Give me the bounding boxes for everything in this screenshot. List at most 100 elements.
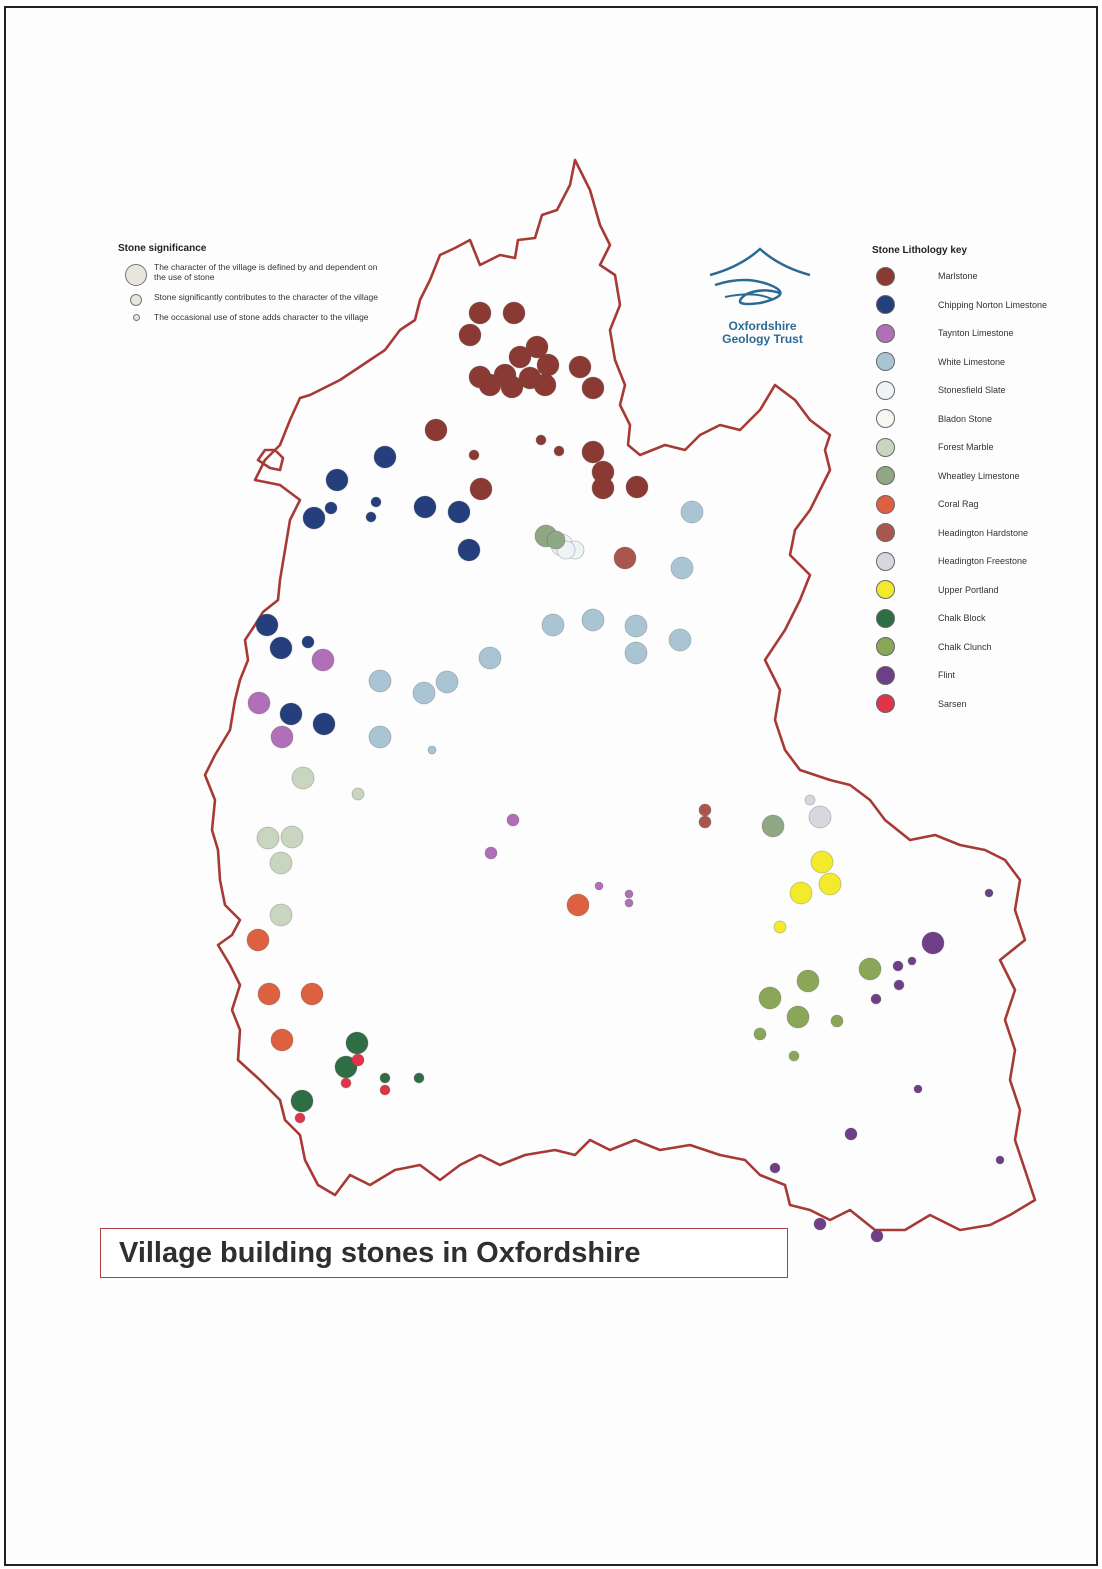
village-marker (625, 475, 649, 499)
village-marker (294, 1112, 306, 1124)
village-marker (435, 670, 459, 694)
logo-line2: Geology Trust (722, 332, 803, 346)
lithology-key-label: Marlstone (938, 271, 978, 282)
village-marker (311, 648, 335, 672)
village-marker (478, 646, 502, 670)
village-marker (351, 787, 365, 801)
village-marker (788, 1050, 800, 1062)
village-marker (870, 993, 882, 1005)
village-marker (370, 496, 382, 508)
village-marker (698, 815, 712, 829)
village-marker (541, 613, 565, 637)
village-marker (594, 881, 604, 891)
village-marker (312, 712, 336, 736)
lithology-key-label: Upper Portland (938, 584, 999, 595)
stone-swatch-icon (876, 694, 895, 714)
village-marker (804, 794, 816, 806)
village-marker (502, 301, 526, 325)
village-marker (786, 1005, 810, 1029)
stone-swatch-icon (876, 437, 895, 457)
village-marker (270, 725, 294, 749)
stone-swatch-icon (876, 380, 895, 400)
village-marker (761, 814, 785, 838)
village-marker (500, 375, 524, 399)
lithology-key-label: Chalk Block (938, 613, 986, 624)
lithology-key-title: Stone Lithology key (872, 245, 968, 256)
village-marker (256, 826, 280, 850)
lithology-key-label: White Limestone (938, 356, 1006, 367)
stone-swatch-icon (876, 266, 895, 286)
village-marker (591, 476, 615, 500)
village-marker (413, 1072, 425, 1084)
lithology-key-label: Wheatley Limestone (938, 470, 1020, 481)
village-marker (668, 628, 692, 652)
significance-text: The character of the village is defined … (154, 262, 378, 282)
village-marker (624, 889, 634, 899)
village-marker (373, 445, 397, 469)
small-circle-icon (118, 312, 154, 321)
village-marker (680, 500, 704, 524)
village-marker (581, 440, 605, 464)
lithology-key-label: Flint (938, 670, 956, 681)
village-marker (553, 445, 565, 457)
village-marker (257, 982, 281, 1006)
geology-trust-logo-icon (709, 247, 811, 306)
lithology-key-label: Forest Marble (938, 442, 994, 453)
village-marker (789, 881, 813, 905)
lithology-key-item: Flint (872, 661, 1072, 690)
lithology-key-item: Headington Hardstone (872, 519, 1072, 548)
village-marker (368, 669, 392, 693)
stone-swatch-icon (876, 580, 895, 600)
lithology-key-item: Headington Freestone (872, 547, 1072, 576)
village-marker (302, 506, 326, 530)
stone-swatch-icon (876, 323, 895, 343)
village-marker (913, 1084, 923, 1094)
lithology-key-item: Forest Marble (872, 433, 1072, 462)
village-marker (368, 725, 392, 749)
lithology-key-item: Marlstone (872, 262, 1072, 291)
page-frame (4, 6, 1098, 1566)
village-marker (255, 613, 279, 637)
village-marker (698, 803, 712, 817)
village-marker (796, 969, 820, 993)
village-marker (468, 365, 492, 389)
lithology-key-item: Coral Rag (872, 490, 1072, 519)
village-marker (458, 323, 482, 347)
village-marker (535, 434, 547, 446)
lithology-key-label: Chalk Clunch (938, 641, 992, 652)
village-marker (858, 957, 882, 981)
stone-swatch-icon (876, 665, 895, 685)
stone-swatch-icon (876, 637, 895, 657)
significance-item-contributes: Stone significantly contributes to the c… (118, 292, 398, 306)
medium-circle-icon (118, 292, 154, 306)
village-marker (291, 766, 315, 790)
county-boundary (203, 158, 1037, 1232)
village-marker (808, 805, 832, 829)
village-marker (546, 530, 566, 550)
lithology-key-label: Coral Rag (938, 499, 979, 510)
lithology-key-item: Taynton Limestone (872, 319, 1072, 348)
village-marker (412, 681, 436, 705)
lithology-key-item: Chalk Clunch (872, 633, 1072, 662)
village-marker (613, 546, 637, 570)
village-marker (921, 931, 945, 955)
stone-swatch-icon (876, 409, 895, 429)
village-marker (279, 702, 303, 726)
village-marker (670, 556, 694, 580)
village-marker (325, 468, 349, 492)
stone-swatch-icon (876, 494, 895, 514)
lithology-key-item: White Limestone (872, 348, 1072, 377)
lithology-key-item: Chipping Norton Limestone (872, 291, 1072, 320)
village-marker (536, 353, 560, 377)
village-marker (270, 1028, 294, 1052)
map-title-box: Village building stones in Oxfordshire (100, 1228, 788, 1278)
village-marker (624, 641, 648, 665)
village-marker (773, 920, 787, 934)
stone-swatch-icon (876, 295, 895, 315)
village-marker (413, 495, 437, 519)
village-marker (568, 355, 592, 379)
large-circle-icon (118, 262, 154, 286)
village-marker (995, 1155, 1005, 1165)
village-markers (246, 301, 1005, 1243)
